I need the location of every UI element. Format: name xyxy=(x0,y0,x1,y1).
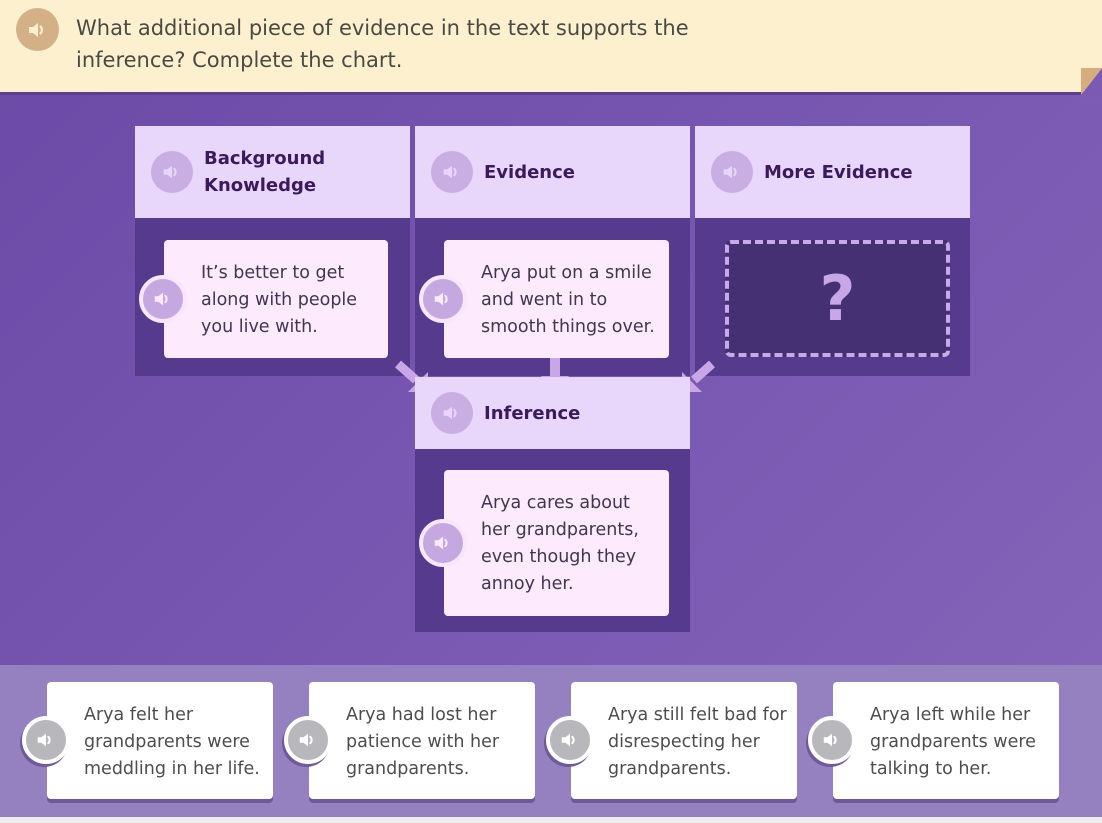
choice-audio-button[interactable] xyxy=(808,716,856,764)
column-title: Evidence xyxy=(484,161,575,183)
choice-audio-button[interactable] xyxy=(22,716,70,764)
column-header-evidence: Evidence xyxy=(415,126,690,218)
prompt-audio-button[interactable] xyxy=(16,8,59,51)
evidence-card: Arya put on a smile and went in to smoot… xyxy=(444,240,669,358)
more-evidence-drop-zone[interactable]: ? xyxy=(725,240,950,357)
speaker-icon xyxy=(441,402,463,424)
bottom-strip xyxy=(0,817,1102,823)
header-audio-button[interactable] xyxy=(431,392,473,434)
column-header-background-knowledge: Background Knowledge xyxy=(135,126,410,218)
choice-audio-button[interactable] xyxy=(284,716,332,764)
column-title: More Evidence xyxy=(764,161,913,183)
speaker-icon xyxy=(441,161,463,183)
answer-choice-4[interactable]: Arya left while her grandparents were ta… xyxy=(833,682,1059,799)
card-text: It’s better to get along with people you… xyxy=(201,263,358,337)
header-audio-button[interactable] xyxy=(431,151,473,193)
prompt-text: What additional piece of evidence in the… xyxy=(76,16,689,72)
header-audio-button[interactable] xyxy=(151,151,193,193)
inference-title: Inference xyxy=(484,402,581,424)
speaker-icon xyxy=(721,161,743,183)
header-audio-button[interactable] xyxy=(711,151,753,193)
background-knowledge-card: It’s better to get along with people you… xyxy=(164,240,388,358)
column-title: Background Knowledge xyxy=(204,148,326,196)
speaker-icon xyxy=(559,729,581,751)
speaker-icon xyxy=(821,729,843,751)
inference-header: Inference xyxy=(415,377,690,449)
choice-text: Arya felt her grandparents were meddling… xyxy=(84,705,260,779)
card-audio-button[interactable] xyxy=(139,275,187,323)
speaker-icon xyxy=(297,729,319,751)
speaker-icon xyxy=(432,532,454,554)
speaker-icon xyxy=(432,288,454,310)
choice-audio-button[interactable] xyxy=(546,716,594,764)
answer-choice-1[interactable]: Arya felt her grandparents were meddling… xyxy=(47,682,273,799)
answer-choice-2[interactable]: Arya had lost her patience with her gran… xyxy=(309,682,535,799)
choice-text: Arya still felt bad for disrespecting he… xyxy=(608,705,787,779)
card-audio-button[interactable] xyxy=(419,519,467,567)
speaker-icon xyxy=(161,161,183,183)
prompt-banner: What additional piece of evidence in the… xyxy=(0,0,1102,95)
speaker-icon xyxy=(35,729,57,751)
card-text: Arya put on a smile and went in to smoot… xyxy=(481,263,655,337)
inference-card: Arya cares about her grandparents, even … xyxy=(444,470,669,616)
answer-choice-3[interactable]: Arya still felt bad for disrespecting he… xyxy=(571,682,797,799)
column-header-more-evidence: More Evidence xyxy=(695,126,970,218)
speaker-icon xyxy=(152,288,174,310)
card-audio-button[interactable] xyxy=(419,275,467,323)
choice-text: Arya left while her grandparents were ta… xyxy=(870,705,1036,779)
card-text: Arya cares about her grandparents, even … xyxy=(481,493,639,594)
speaker-icon xyxy=(26,18,50,42)
question-mark-icon: ? xyxy=(819,261,856,335)
choice-text: Arya had lost her patience with her gran… xyxy=(346,705,500,779)
